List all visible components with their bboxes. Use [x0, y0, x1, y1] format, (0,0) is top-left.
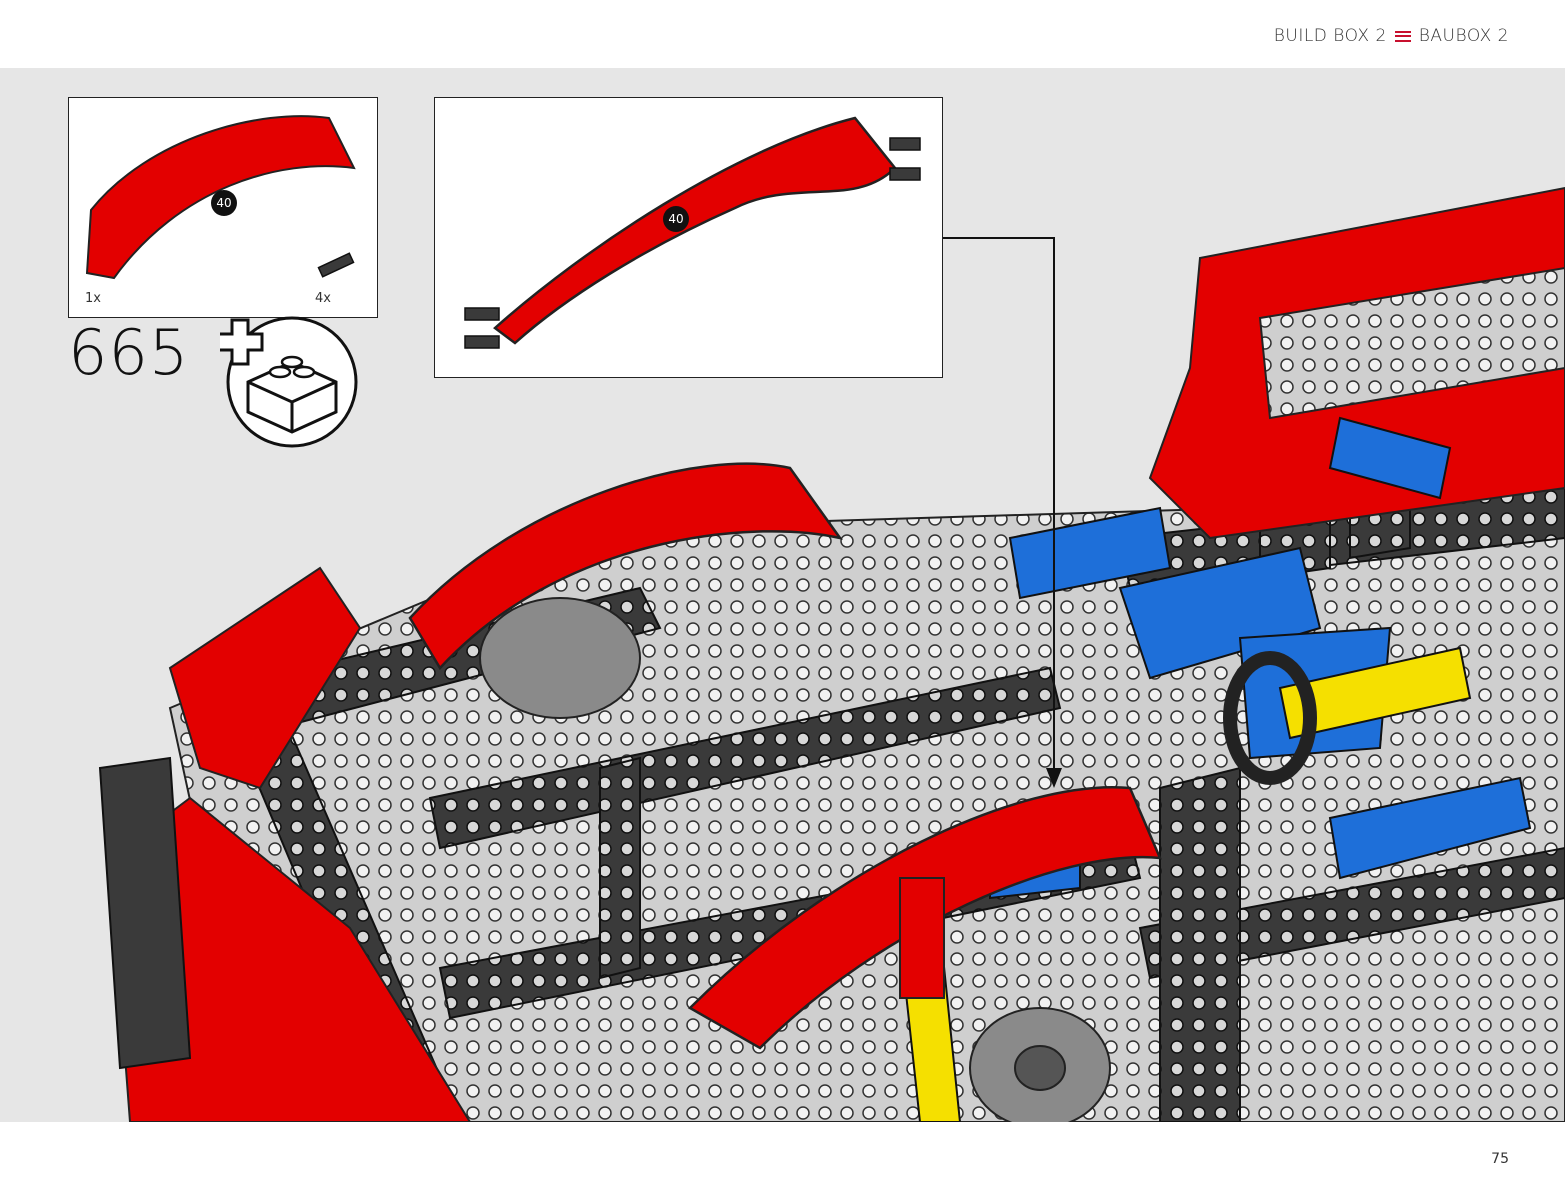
parts-illustration — [85, 115, 356, 280]
part-callout-badge: 40 — [211, 190, 237, 216]
callout-box: 40 — [434, 97, 943, 378]
page-number: 75 — [1491, 1151, 1509, 1167]
arrow-down-icon — [1046, 768, 1062, 788]
callout-illustration — [464, 116, 921, 349]
part-quantity: 1x — [85, 291, 101, 306]
red-curved-panel-icon — [85, 115, 356, 280]
black-friction-pin-icon — [317, 252, 355, 278]
parts-list-box: 40 1x 4x — [68, 97, 378, 318]
pointer-line — [943, 237, 1055, 768]
build-box-en: BUILD BOX 2 — [1273, 26, 1387, 46]
part-quantity: 4x — [315, 291, 331, 306]
model-illustration — [98, 186, 1565, 1122]
build-box-de: BAUBOX 2 — [1418, 26, 1509, 46]
page-footer: 75 — [0, 1122, 1565, 1191]
page-header: BUILD BOX 2 BAUBOX 2 — [0, 0, 1565, 68]
part-callout-badge: 40 — [663, 206, 689, 232]
red-curved-panel-icon — [493, 116, 897, 345]
build-box-label: BUILD BOX 2 BAUBOX 2 — [1274, 26, 1509, 46]
equals-divider-icon — [1394, 30, 1411, 42]
add-new-bag-icon — [220, 316, 358, 448]
step-number: 665 — [68, 316, 190, 389]
